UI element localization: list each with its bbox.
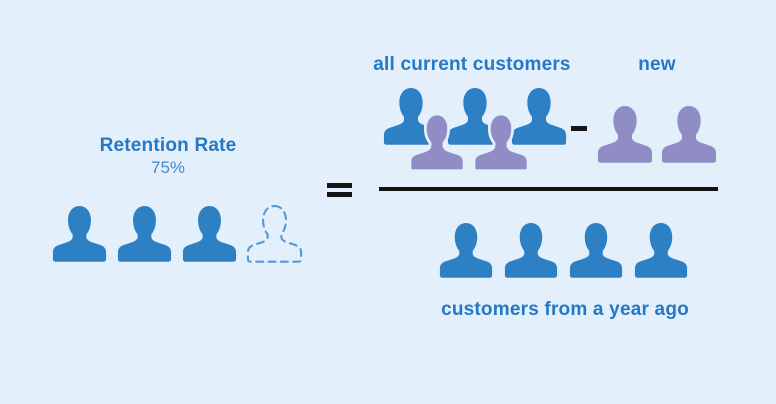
customers-year-ago-label: customers from a year ago	[441, 299, 689, 320]
person-icon-purple	[661, 105, 717, 163]
new-customers-label: new	[638, 54, 676, 75]
person-icon-purple	[408, 112, 466, 173]
person-icon-blue	[117, 205, 172, 262]
retention-rate-value: 75%	[150, 158, 186, 177]
person-icon-blue	[511, 87, 567, 145]
person-icon-blue	[634, 222, 688, 278]
minus-icon	[571, 126, 587, 131]
person-icon-blue	[182, 205, 237, 262]
fraction-bar	[379, 187, 718, 191]
person-icon-blue	[504, 222, 558, 278]
person-icon-purple	[597, 105, 653, 163]
year-ago-customers-group	[439, 222, 688, 278]
person-icon-dashed	[246, 204, 303, 263]
equals-icon	[327, 183, 352, 197]
person-icon-blue	[439, 222, 493, 278]
retained-customers-group	[52, 204, 303, 263]
person-icon-blue	[52, 205, 107, 262]
current-customers-group	[383, 87, 567, 173]
equals-bar-bottom	[327, 192, 352, 197]
person-icon-purple	[472, 112, 530, 173]
person-icon-blue	[569, 222, 623, 278]
all-current-customers-label: all current customers	[373, 54, 571, 75]
equals-bar-top	[327, 183, 352, 188]
new-customers-group	[597, 105, 717, 163]
retention-rate-title: Retention Rate	[99, 135, 237, 156]
